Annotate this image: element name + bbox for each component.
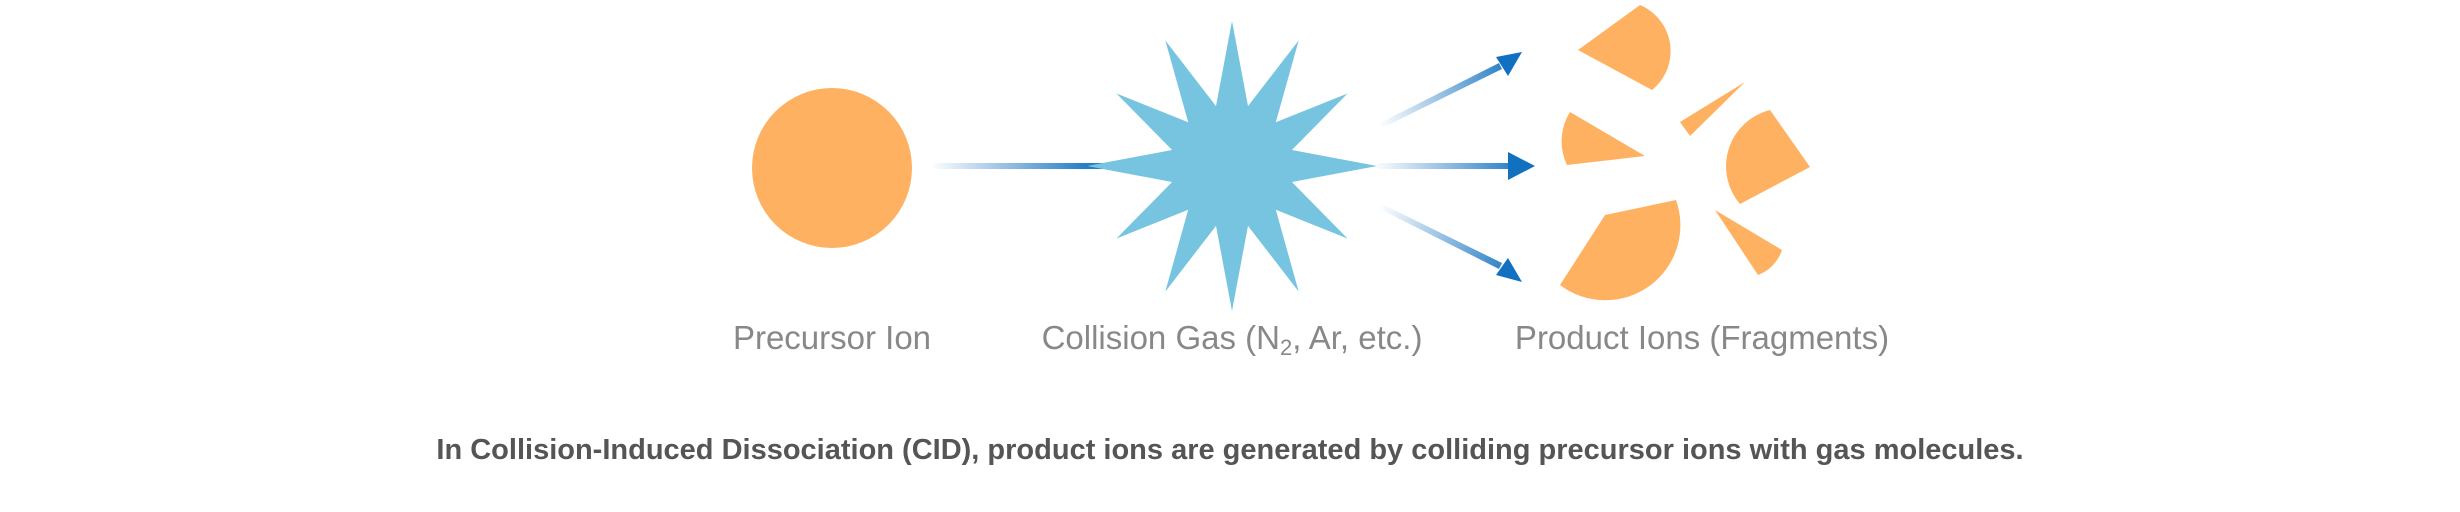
collision-gas-label-prefix: Collision Gas (N bbox=[1041, 319, 1280, 356]
fragment-left bbox=[1561, 112, 1645, 165]
precursor-ion-label: Precursor Ion bbox=[732, 319, 932, 356]
outgoing-arrow-up bbox=[1380, 52, 1522, 129]
fragment-bottom-right bbox=[1715, 210, 1782, 275]
diagram-caption: In Collision-Induced Dissociation (CID),… bbox=[436, 434, 2024, 466]
fragment-top bbox=[1578, 5, 1671, 90]
fragment-right bbox=[1726, 110, 1810, 204]
outgoing-arrow-down bbox=[1380, 203, 1522, 282]
collision-gas-label-suffix: , Ar, etc.) bbox=[1292, 319, 1423, 356]
fragment-small-wedge bbox=[1680, 82, 1745, 136]
fragment-bottom-large bbox=[1560, 200, 1681, 301]
collision-gas-label: Collision Gas (N2, Ar, etc.) bbox=[1041, 318, 1423, 360]
collision-gas-label-subscript: 2 bbox=[1279, 335, 1293, 360]
outgoing-arrow-middle bbox=[1374, 152, 1535, 180]
collision-gas-star bbox=[1087, 21, 1377, 311]
product-ion-fragments bbox=[1560, 5, 1810, 301]
precursor-ion bbox=[752, 88, 912, 248]
product-ions-label: Product Ions (Fragments) bbox=[1514, 319, 1890, 356]
